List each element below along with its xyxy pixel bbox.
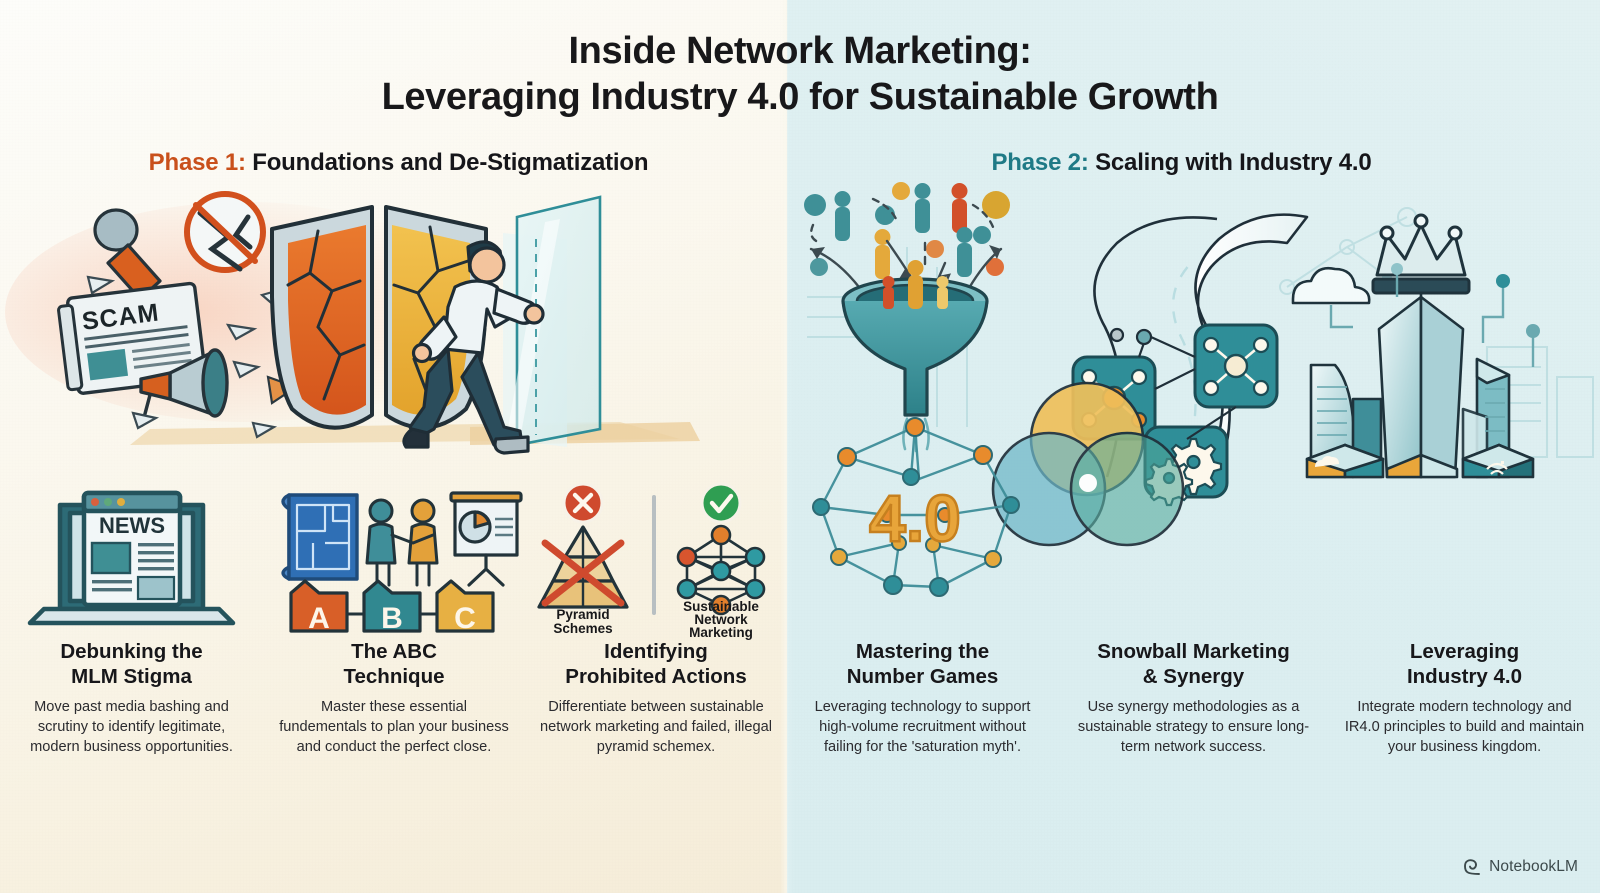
card-connectors bbox=[1109, 327, 1237, 440]
phase-1-label: Foundations and De-Stigmatization bbox=[245, 148, 649, 176]
funnel-arrows bbox=[809, 197, 1003, 296]
notebooklm-label: NotebookLM bbox=[1489, 858, 1578, 875]
network-nodes bbox=[812, 416, 1020, 597]
card-title-line-1: Mastering the bbox=[855, 639, 990, 663]
card-title-line-1: Debunking the bbox=[60, 639, 203, 663]
phase-headings: Phase 1: Foundations and De-Stigmatizati… bbox=[0, 149, 1600, 177]
phase-1-heading: Phase 1: Foundations and De-Stigmatizati… bbox=[0, 149, 787, 177]
phase-1-tag: Phase 1: bbox=[148, 148, 246, 176]
tech-cubes-icon bbox=[1305, 443, 1535, 479]
card-title-line-2: MLM Stigma bbox=[71, 665, 192, 689]
network-label-line-2: Network bbox=[694, 612, 748, 627]
card-title: The ABC Technique bbox=[344, 639, 445, 690]
abc-blocks-icon: A B C bbox=[263, 481, 525, 635]
pyramid-vs-network-icon: Pyramid Schemes Sustainable Network Mark… bbox=[525, 481, 787, 640]
card-leveraging-industry-40: Leveraging Industry 4.0 Integrate modern… bbox=[1329, 481, 1600, 758]
circuit-traces bbox=[1329, 262, 1540, 367]
card-title: Identifying Prohibited Actions bbox=[565, 639, 746, 690]
city-skyline-icon bbox=[1291, 213, 1540, 479]
card-body: Leveraging technology to support high-vo… bbox=[814, 698, 1031, 756]
card-title: Snowball Marketing & Synergy bbox=[1097, 639, 1290, 690]
hero-illustration-band: SCAM bbox=[0, 177, 1600, 597]
card-identifying-prohibited-actions: Pyramid Schemes Sustainable Network Mark… bbox=[525, 481, 787, 758]
card-title: Mastering the Number Games bbox=[847, 639, 999, 690]
card-body: Use synergy methodologies as a sustainab… bbox=[1077, 698, 1310, 756]
card-title-line-1: Leveraging bbox=[1409, 639, 1520, 663]
card-body: Differentiate between sustainable networ… bbox=[539, 698, 772, 756]
network-mesh-icon bbox=[812, 416, 1020, 597]
card-title-line-2: Number Games bbox=[846, 665, 999, 689]
panel-divider bbox=[780, 0, 794, 893]
handshake-icon bbox=[365, 498, 439, 587]
shield-cracks-left bbox=[286, 229, 366, 401]
card-debunking-mlm-stigma: NEWS Debunking the MLM Stigma Move pa bbox=[0, 481, 263, 758]
funnel-inner-people bbox=[882, 259, 949, 309]
card-body: Move past media bashing and scrutiny to … bbox=[30, 698, 233, 756]
sustainable-network-icon bbox=[676, 524, 766, 616]
presentation-chart-icon bbox=[449, 491, 523, 587]
card-title-line-2: & Synergy bbox=[1142, 665, 1245, 689]
card-title-line-2: Prohibited Actions bbox=[565, 665, 747, 689]
card-title-line-1: Snowball Marketing bbox=[1097, 639, 1290, 663]
abc-tiles bbox=[289, 579, 495, 633]
card-body: Master these essential fundementals to p… bbox=[279, 698, 509, 756]
cards-group-phase-1: NEWS Debunking the MLM Stigma Move pa bbox=[0, 481, 787, 758]
compare-divider bbox=[652, 494, 656, 615]
phase-2-heading: Phase 2: Scaling with Industry 4.0 bbox=[787, 149, 1600, 177]
road-venn-continuation bbox=[1058, 481, 1329, 631]
phase-2-tag: Phase 2: bbox=[991, 148, 1089, 176]
title-line-2: Leveraging Industry 4.0 for Sustainable … bbox=[381, 76, 1219, 119]
funnel-people bbox=[804, 181, 1010, 279]
debris-shards bbox=[86, 275, 285, 439]
pyramid-cross-out bbox=[541, 539, 625, 607]
prohibition-sign-icon bbox=[184, 190, 266, 273]
crown-icon bbox=[1371, 213, 1471, 295]
abc-letter-a: A bbox=[308, 602, 330, 635]
hero-left-illustration: SCAM bbox=[0, 177, 787, 477]
card-title-line-1: The ABC bbox=[351, 639, 437, 663]
title-line-1: Inside Network Marketing: bbox=[568, 30, 1032, 72]
card-title-line-1: Identifying bbox=[604, 639, 708, 663]
news-laptop-icon: NEWS bbox=[0, 481, 263, 631]
card-abc-technique: A B C The ABC Technique Master these ess… bbox=[263, 481, 525, 758]
abc-letter-b: B bbox=[381, 602, 403, 635]
background-left-panel bbox=[0, 0, 787, 893]
blueprint-icon bbox=[281, 493, 359, 581]
cards-band: NEWS Debunking the MLM Stigma Move pa bbox=[0, 479, 1600, 758]
card-title: Debunking the MLM Stigma bbox=[60, 639, 202, 690]
notebooklm-spiral-icon bbox=[1462, 857, 1482, 877]
cross-badge-icon bbox=[562, 482, 604, 524]
card-title-line-2: Technique bbox=[343, 665, 445, 689]
recruitment-funnel-icon bbox=[804, 181, 1010, 453]
network-40-continuation: 4.0 bbox=[787, 479, 1058, 631]
hero-right-illustration bbox=[787, 177, 1600, 597]
notebooklm-watermark: NotebookLM bbox=[1462, 857, 1578, 877]
phase-2-label: Scaling with Industry 4.0 bbox=[1088, 148, 1372, 176]
city-cubes-continuation bbox=[1329, 481, 1600, 631]
pyramid-label-line-1: Pyramid bbox=[556, 607, 609, 622]
card-mastering-number-games: 4.0 Mastering the Number Games Leveragin… bbox=[787, 479, 1058, 758]
card-body: Integrate modern technology and IR4.0 pr… bbox=[1344, 698, 1585, 756]
abc-letter-c: C bbox=[454, 602, 476, 635]
check-badge-icon bbox=[700, 482, 742, 524]
venn-diagram-icon bbox=[991, 381, 1185, 547]
card-snowball-marketing-synergy: Snowball Marketing & Synergy Use synergy… bbox=[1058, 481, 1329, 758]
node-card-secondary-icon bbox=[1193, 323, 1279, 409]
card-title: Leveraging Industry 4.0 bbox=[1407, 639, 1522, 690]
cards-group-phase-2: 4.0 Mastering the Number Games Leveragin… bbox=[787, 479, 1600, 758]
person-pushing-glass-icon bbox=[402, 195, 602, 455]
card-title-line-2: Industry 4.0 bbox=[1406, 665, 1523, 689]
pyramid-label-line-2: Schemes bbox=[553, 621, 612, 636]
newspaper-scam-icon: SCAM bbox=[57, 281, 208, 395]
page-title: Inside Network Marketing: Leveraging Ind… bbox=[0, 0, 1600, 121]
news-label: NEWS bbox=[99, 513, 165, 538]
network-label-line-1: Sustainable bbox=[683, 599, 759, 614]
cloud-icon bbox=[1291, 266, 1371, 305]
megaphone-icon bbox=[139, 348, 229, 427]
wifi-icon bbox=[1486, 462, 1508, 475]
network-label-line-3: Marketing bbox=[689, 625, 753, 640]
industry-40-label: 4.0 bbox=[869, 481, 961, 555]
